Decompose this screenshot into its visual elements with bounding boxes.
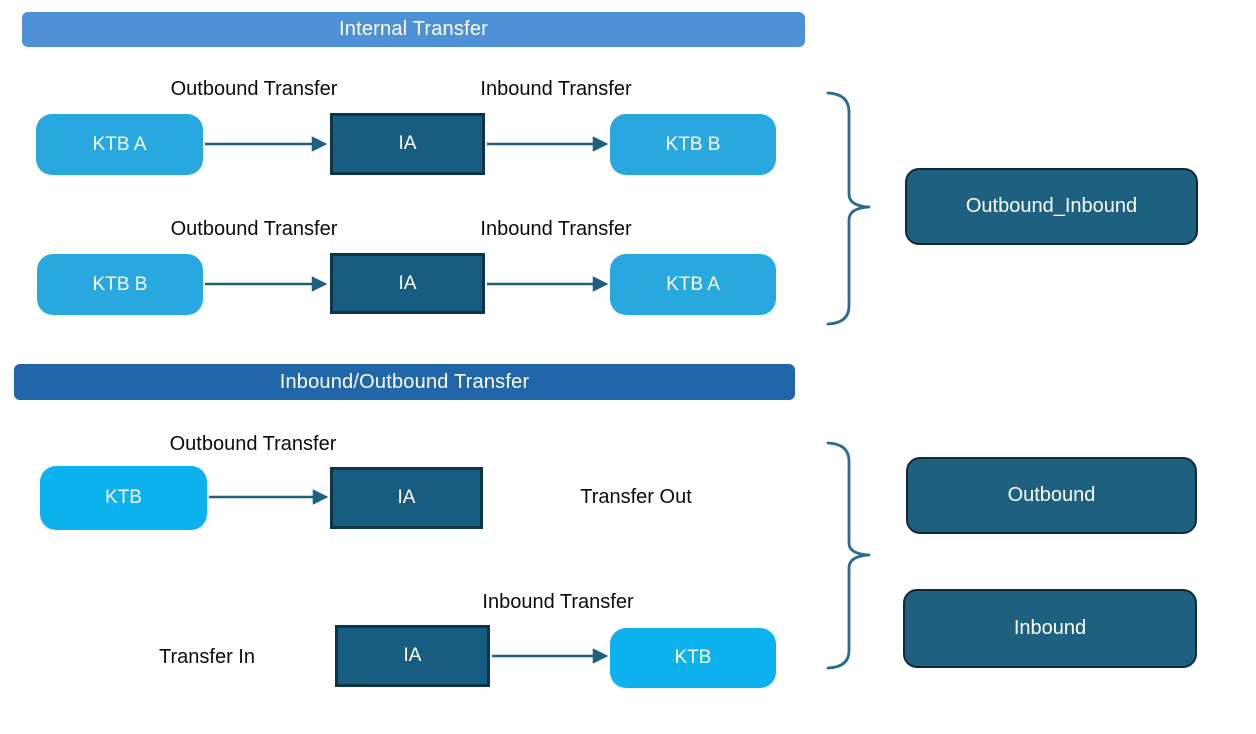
outbound-transfer-label-row2: Outbound Transfer — [170, 217, 338, 240]
node-ktb-row4: KTB — [610, 628, 776, 688]
node-ia-row3: IA — [330, 467, 483, 529]
node-ktb-a-row2: KTB A — [610, 254, 776, 315]
result-inbound: Inbound — [903, 589, 1197, 668]
inbound-transfer-label-row1: Inbound Transfer — [480, 77, 632, 100]
brace-internal — [826, 91, 871, 326]
node-ia-row1: IA — [330, 113, 485, 175]
outbound-transfer-label-row1: Outbound Transfer — [170, 77, 338, 100]
result-outbound-inbound: Outbound_Inbound — [905, 168, 1198, 245]
node-ktb-b-row2: KTB B — [37, 254, 203, 315]
internal-transfer-banner: Internal Transfer — [22, 12, 805, 47]
transfer-out-label: Transfer Out — [580, 485, 692, 508]
node-ia-row4: IA — [335, 625, 490, 687]
node-ktb-row3: KTB — [40, 466, 207, 530]
node-ktb-b-row1: KTB B — [610, 114, 776, 175]
transfer-in-label: Transfer In — [159, 645, 255, 668]
inbound-transfer-label-row4: Inbound Transfer — [482, 590, 634, 613]
result-outbound: Outbound — [906, 457, 1197, 534]
inbound-outbound-transfer-banner: Inbound/Outbound Transfer — [14, 364, 795, 400]
outbound-transfer-label-row3: Outbound Transfer — [169, 432, 337, 455]
node-ia-row2: IA — [330, 253, 485, 314]
node-ktb-a-row1: KTB A — [36, 114, 203, 175]
inbound-transfer-label-row2: Inbound Transfer — [480, 217, 632, 240]
brace-external — [826, 441, 871, 670]
